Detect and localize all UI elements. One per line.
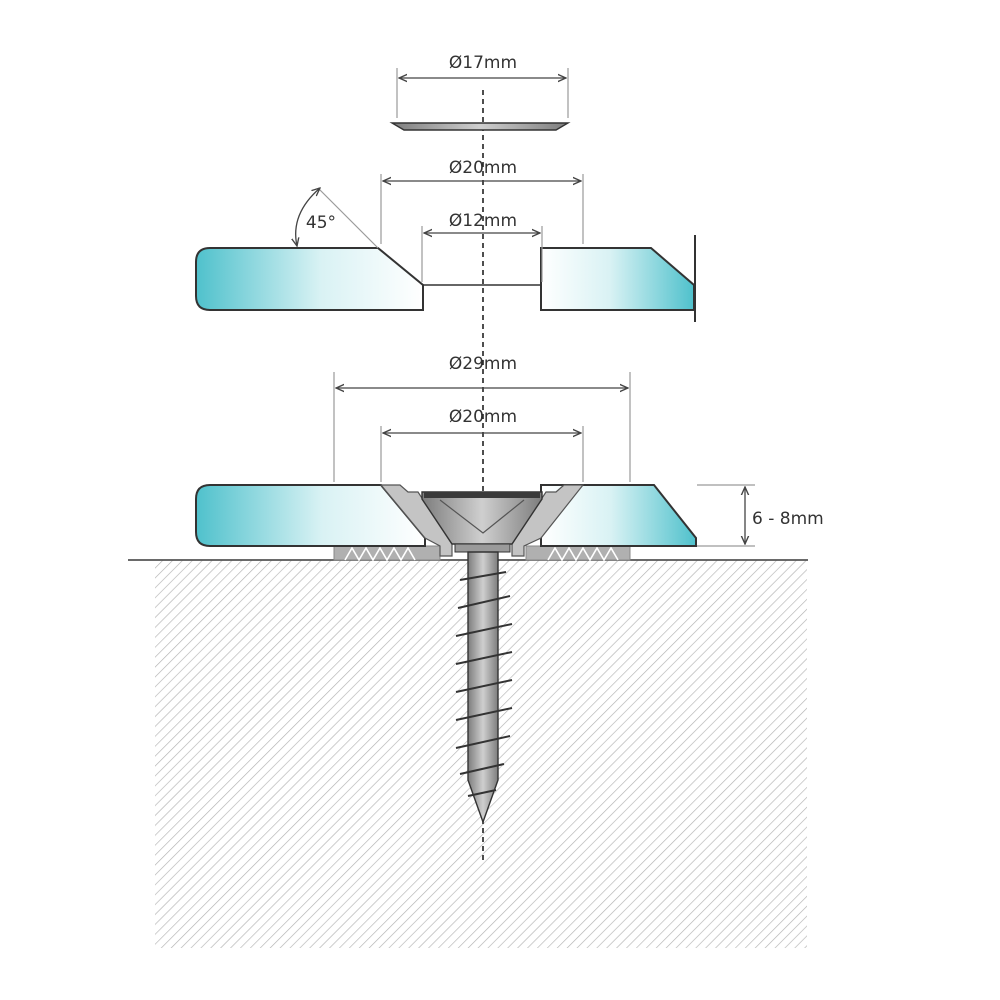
glass-panel-assembled: 6 - 8mm (195, 484, 824, 547)
cover-cap: Ø17mm (389, 53, 571, 131)
screw-head (421, 491, 543, 553)
glass-thickness-label: 6 - 8mm (752, 509, 824, 529)
screw-shank (455, 551, 513, 825)
glass-hole-inner-label: Ø12mm (449, 211, 517, 231)
washer-dimensions: Ø29mm Ø20mm (333, 354, 631, 482)
washer-outer-label: Ø29mm (449, 354, 517, 374)
glass-panel-exploded: Ø20mm Ø12mm 45° (195, 158, 696, 322)
washer-inner-label: Ø20mm (449, 407, 517, 427)
gasket-sleeve (379, 484, 585, 557)
cap-diameter-label: Ø17mm (449, 53, 517, 73)
countersink-angle-label: 45° (306, 213, 336, 233)
glass-hole-outer-label: Ø20mm (449, 158, 517, 178)
